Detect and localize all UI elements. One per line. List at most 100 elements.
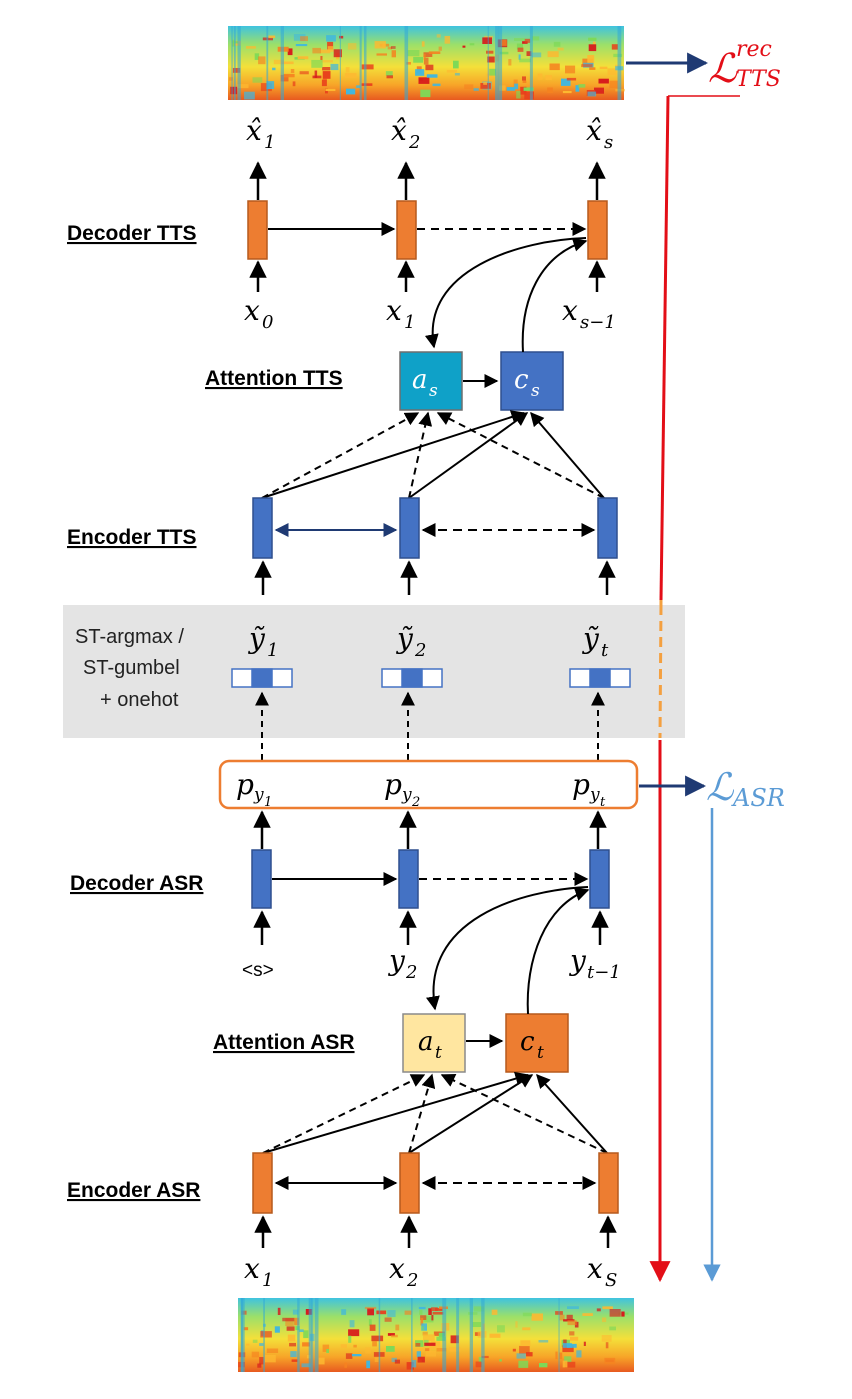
spectrogram-texture — [272, 67, 276, 71]
st-label-line1: ST-argmax / — [75, 626, 184, 648]
attention-tts-a-box — [399, 351, 463, 411]
spectrogram-texture — [299, 71, 309, 75]
spectrogram-texture — [526, 51, 532, 56]
svg-text:1: 1 — [264, 795, 272, 810]
spectrogram-texture — [596, 1308, 601, 1312]
spectrogram-texture — [419, 1309, 423, 1315]
spectrogram-texture — [311, 59, 323, 68]
spectrogram-texture — [251, 1351, 260, 1358]
spectrogram-texture — [549, 63, 560, 71]
spectrogram-texture — [266, 1348, 279, 1353]
onehot-vector-2 — [381, 668, 443, 688]
spectrogram-texture — [244, 91, 255, 100]
spectrogram-texture — [302, 1342, 310, 1347]
spectrogram-texture — [425, 64, 434, 71]
svg-text:p: p — [572, 768, 590, 801]
spectrogram-texture — [387, 1310, 396, 1317]
spectrogram-texture — [311, 1298, 314, 1372]
spectrogram-texture — [359, 26, 362, 100]
spectrogram-texture — [366, 1360, 371, 1369]
dec-tts-input-1: x 0 — [244, 294, 273, 333]
spectrogram-texture — [390, 46, 396, 49]
spectrogram-texture — [391, 1334, 398, 1338]
spectrogram-texture — [609, 80, 618, 89]
svg-text:x̂: x̂ — [246, 114, 262, 147]
spectrogram-texture — [287, 1334, 296, 1342]
loss-tts-label: ℒ rec TTS — [708, 37, 781, 92]
svg-text:1: 1 — [262, 1270, 273, 1291]
onehot-vector-1 — [231, 668, 293, 688]
spectrogram-texture — [558, 1298, 560, 1372]
spectrogram-texture — [570, 1336, 579, 1341]
spectrogram-texture — [353, 1344, 357, 1348]
ytilde-1: ỹ 1 — [247, 622, 278, 661]
spectrogram-texture — [559, 1314, 565, 1321]
spectrogram-texture — [416, 1348, 425, 1352]
spectrogram-texture — [562, 1343, 572, 1348]
spectrogram-texture — [475, 1361, 482, 1368]
decoder-tts-cell-3 — [587, 200, 608, 260]
spectrogram-texture — [598, 78, 609, 84]
spectrogram-texture — [486, 50, 494, 54]
loss-tts-symbol: ℒ — [708, 46, 738, 92]
spectrogram-texture — [325, 88, 328, 94]
spectrogram-texture — [531, 1313, 543, 1321]
encoder-tts-cell-1 — [252, 497, 273, 559]
spectrogram-texture — [364, 1306, 377, 1310]
svg-text:1: 1 — [264, 132, 275, 153]
spectrogram-texture — [428, 1345, 432, 1353]
spectrogram-texture — [376, 1310, 387, 1315]
svg-text:2: 2 — [405, 962, 417, 983]
svg-text:y: y — [387, 944, 406, 977]
spectrogram-texture — [431, 1315, 434, 1321]
spectrogram-texture — [438, 1332, 445, 1338]
spectrogram-texture — [489, 68, 496, 76]
spectrogram-texture — [522, 80, 527, 83]
spectrogram-texture — [562, 91, 572, 94]
spectrogram-texture — [481, 1298, 485, 1372]
spectrogram-texture — [531, 36, 540, 41]
spectrogram-texture — [589, 67, 596, 70]
encoder-asr-cell-1 — [252, 1152, 273, 1214]
spectrogram-texture — [522, 1327, 531, 1331]
svg-text:t: t — [601, 640, 609, 661]
svg-text:a: a — [412, 365, 428, 395]
spectrogram-texture — [514, 83, 519, 90]
spectrogram-texture — [266, 26, 269, 100]
spectrogram-texture — [611, 44, 618, 50]
spectrogram-texture — [368, 1319, 372, 1326]
p-y1: p y 1 — [236, 768, 272, 810]
spectrogram-texture — [259, 1343, 264, 1346]
spectrogram-texture — [327, 46, 334, 52]
spectrogram-texture — [344, 73, 357, 78]
spectrogram-texture — [516, 43, 523, 50]
spectrogram-texture — [428, 1308, 432, 1315]
spectrogram-texture — [412, 1360, 417, 1368]
decoder-asr-cell-3 — [589, 849, 610, 909]
spectrogram-texture — [432, 83, 441, 87]
spectrogram-texture — [415, 1343, 421, 1347]
encoder-asr-cell-3 — [598, 1152, 619, 1214]
spectrogram-texture — [422, 1331, 428, 1336]
spectrogram-texture — [416, 1351, 421, 1358]
svg-text:x: x — [244, 294, 260, 327]
spectrogram-texture — [356, 85, 361, 88]
spectrogram-texture — [372, 1341, 377, 1347]
spectrogram-texture — [431, 1307, 438, 1311]
svg-text:p: p — [236, 768, 254, 801]
svg-text:x̂: x̂ — [391, 114, 407, 147]
spectrogram-texture — [415, 69, 425, 76]
dec-tts-input-2: x 1 — [386, 294, 415, 333]
spectrogram-texture — [420, 89, 431, 98]
svg-text:1: 1 — [404, 312, 415, 333]
spectrogram-texture — [300, 36, 308, 42]
spectrogram-texture — [294, 1317, 299, 1326]
xhat-s: x̂ s — [586, 114, 613, 153]
p-yt: p y t — [572, 768, 606, 810]
spectrogram-texture — [406, 1362, 414, 1370]
spectrogram-texture — [565, 1361, 576, 1368]
spectrogram-texture — [322, 67, 331, 71]
spectrogram-texture — [252, 77, 263, 83]
